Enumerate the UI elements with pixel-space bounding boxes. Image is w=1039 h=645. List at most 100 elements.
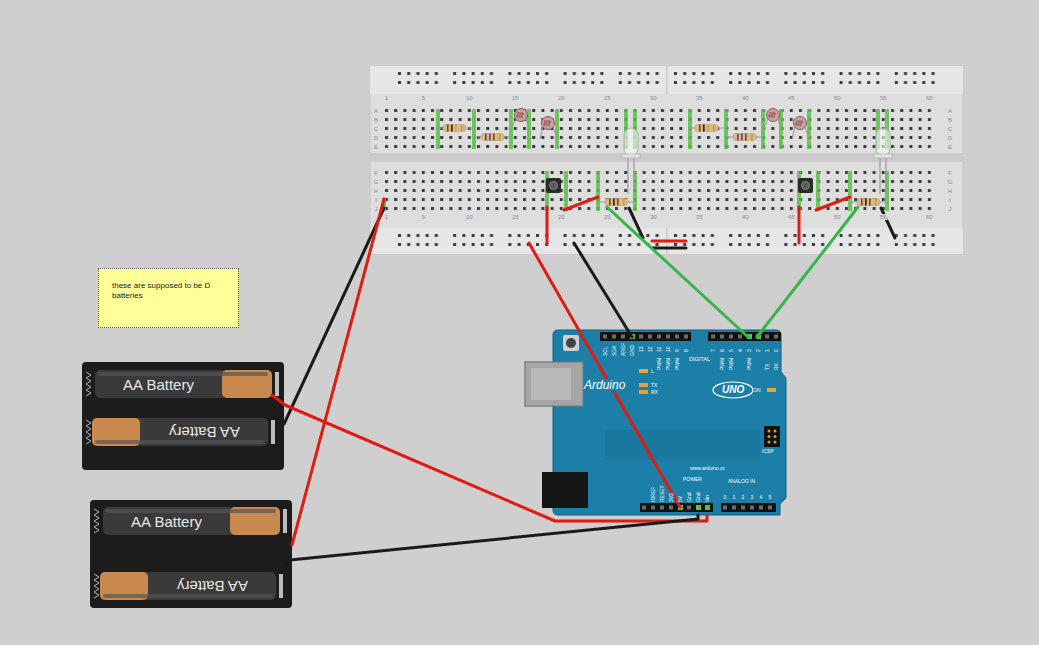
column-number: 50 xyxy=(833,214,842,220)
board-brand: Arduino xyxy=(584,379,625,391)
column-number: 50 xyxy=(833,95,842,101)
pin-name: PWM xyxy=(666,358,671,370)
pin-number: 9 xyxy=(675,349,680,352)
breadboard xyxy=(370,66,963,254)
resistor-symbol xyxy=(474,134,511,141)
pin-header xyxy=(600,332,691,341)
battery-holder xyxy=(90,500,292,608)
battery-holder xyxy=(82,362,292,608)
battery-label: AA Battery xyxy=(123,377,194,392)
photocell-symbol xyxy=(542,117,555,130)
end-contact xyxy=(275,372,279,396)
rail-jumper xyxy=(652,241,686,248)
resistor-symbol xyxy=(493,134,495,141)
arduino-wire xyxy=(607,207,748,337)
battery: AA Battery xyxy=(100,572,276,600)
resistor-symbol xyxy=(481,134,504,141)
led-label: L xyxy=(651,369,654,374)
column-number: 45 xyxy=(787,95,796,101)
column-number: 15 xyxy=(511,214,520,220)
photocell-symbol xyxy=(511,119,516,130)
row-letter: I xyxy=(948,197,952,203)
pin-name: Vin xyxy=(705,495,710,502)
column-number: 1 xyxy=(384,95,389,101)
column-number: 15 xyxy=(511,95,520,101)
header-label: POWER xyxy=(683,477,702,482)
pin-name: RESET xyxy=(660,485,665,502)
icsp-header xyxy=(774,435,777,438)
status-led xyxy=(639,383,648,387)
row-letter: B xyxy=(373,117,379,123)
rail-jumper xyxy=(652,240,686,243)
pin-header xyxy=(640,503,713,512)
reset-button xyxy=(566,338,576,348)
row-letter: B xyxy=(947,117,953,123)
row-letter: G xyxy=(947,179,954,185)
breadboard xyxy=(398,72,948,84)
row-letter: F xyxy=(947,170,953,176)
resistor-symbol xyxy=(461,125,463,132)
battery: AA Battery xyxy=(92,418,268,446)
resistor-symbol xyxy=(617,199,619,206)
breadboard xyxy=(370,66,963,254)
resistor-symbol xyxy=(451,125,453,132)
pin-number: 10 xyxy=(666,346,671,352)
arduino-wire xyxy=(574,243,632,337)
pin-name: 5V xyxy=(678,496,683,502)
wire xyxy=(272,395,707,521)
pin-header xyxy=(721,503,776,512)
sticky-note: these are supposed to be D batteries xyxy=(98,268,239,328)
led-symbol xyxy=(627,158,628,194)
usb-port xyxy=(525,362,583,406)
icsp-header xyxy=(774,430,777,433)
row-letter: J xyxy=(948,206,953,212)
pin-number: 3 xyxy=(751,495,754,500)
row-letter: E xyxy=(373,144,379,150)
note-text: these are supposed to be D batteries xyxy=(112,281,225,301)
arduino-board xyxy=(525,330,786,515)
wire xyxy=(276,515,698,574)
pin-number: 5 xyxy=(769,495,772,500)
pin-header xyxy=(640,503,713,512)
pin-number: 5 xyxy=(729,349,734,352)
spring-contact xyxy=(86,420,91,444)
pin-header xyxy=(600,332,691,341)
battery-wire xyxy=(284,199,384,545)
connection-highlight xyxy=(564,171,568,211)
pin-name: PWM xyxy=(675,358,680,370)
icsp-header xyxy=(768,441,771,444)
pin-number: 1 xyxy=(765,349,770,352)
arduino-wire xyxy=(757,207,858,337)
breadboard xyxy=(370,228,963,254)
battery-cell xyxy=(95,440,265,444)
connection-highlight xyxy=(630,334,761,510)
column-number: 45 xyxy=(787,214,796,220)
spring-contact xyxy=(94,574,99,598)
icsp-header xyxy=(768,430,771,433)
led-label: RX xyxy=(651,390,658,395)
logo-oval xyxy=(713,382,753,398)
pin-name: Gnd xyxy=(696,493,701,502)
column-number: 40 xyxy=(741,214,750,220)
photocell-symbol xyxy=(511,109,557,140)
status-led xyxy=(639,390,648,394)
pin-number: 13 xyxy=(639,346,644,352)
pin-name: PWM xyxy=(720,358,725,370)
resistor-symbol xyxy=(489,134,491,141)
power-jack xyxy=(542,472,588,508)
column-number: 55 xyxy=(879,95,888,101)
pin-number: 3 xyxy=(747,349,752,352)
resistor-symbol xyxy=(436,125,474,132)
end-contact xyxy=(283,509,287,533)
pin-number: 8 xyxy=(684,349,689,352)
battery: AA Battery xyxy=(103,507,280,535)
column-number: 25 xyxy=(603,214,612,220)
usb-port xyxy=(531,368,571,400)
breadboard xyxy=(385,109,933,151)
row-letter: H xyxy=(947,188,953,194)
chip-area xyxy=(605,430,760,460)
